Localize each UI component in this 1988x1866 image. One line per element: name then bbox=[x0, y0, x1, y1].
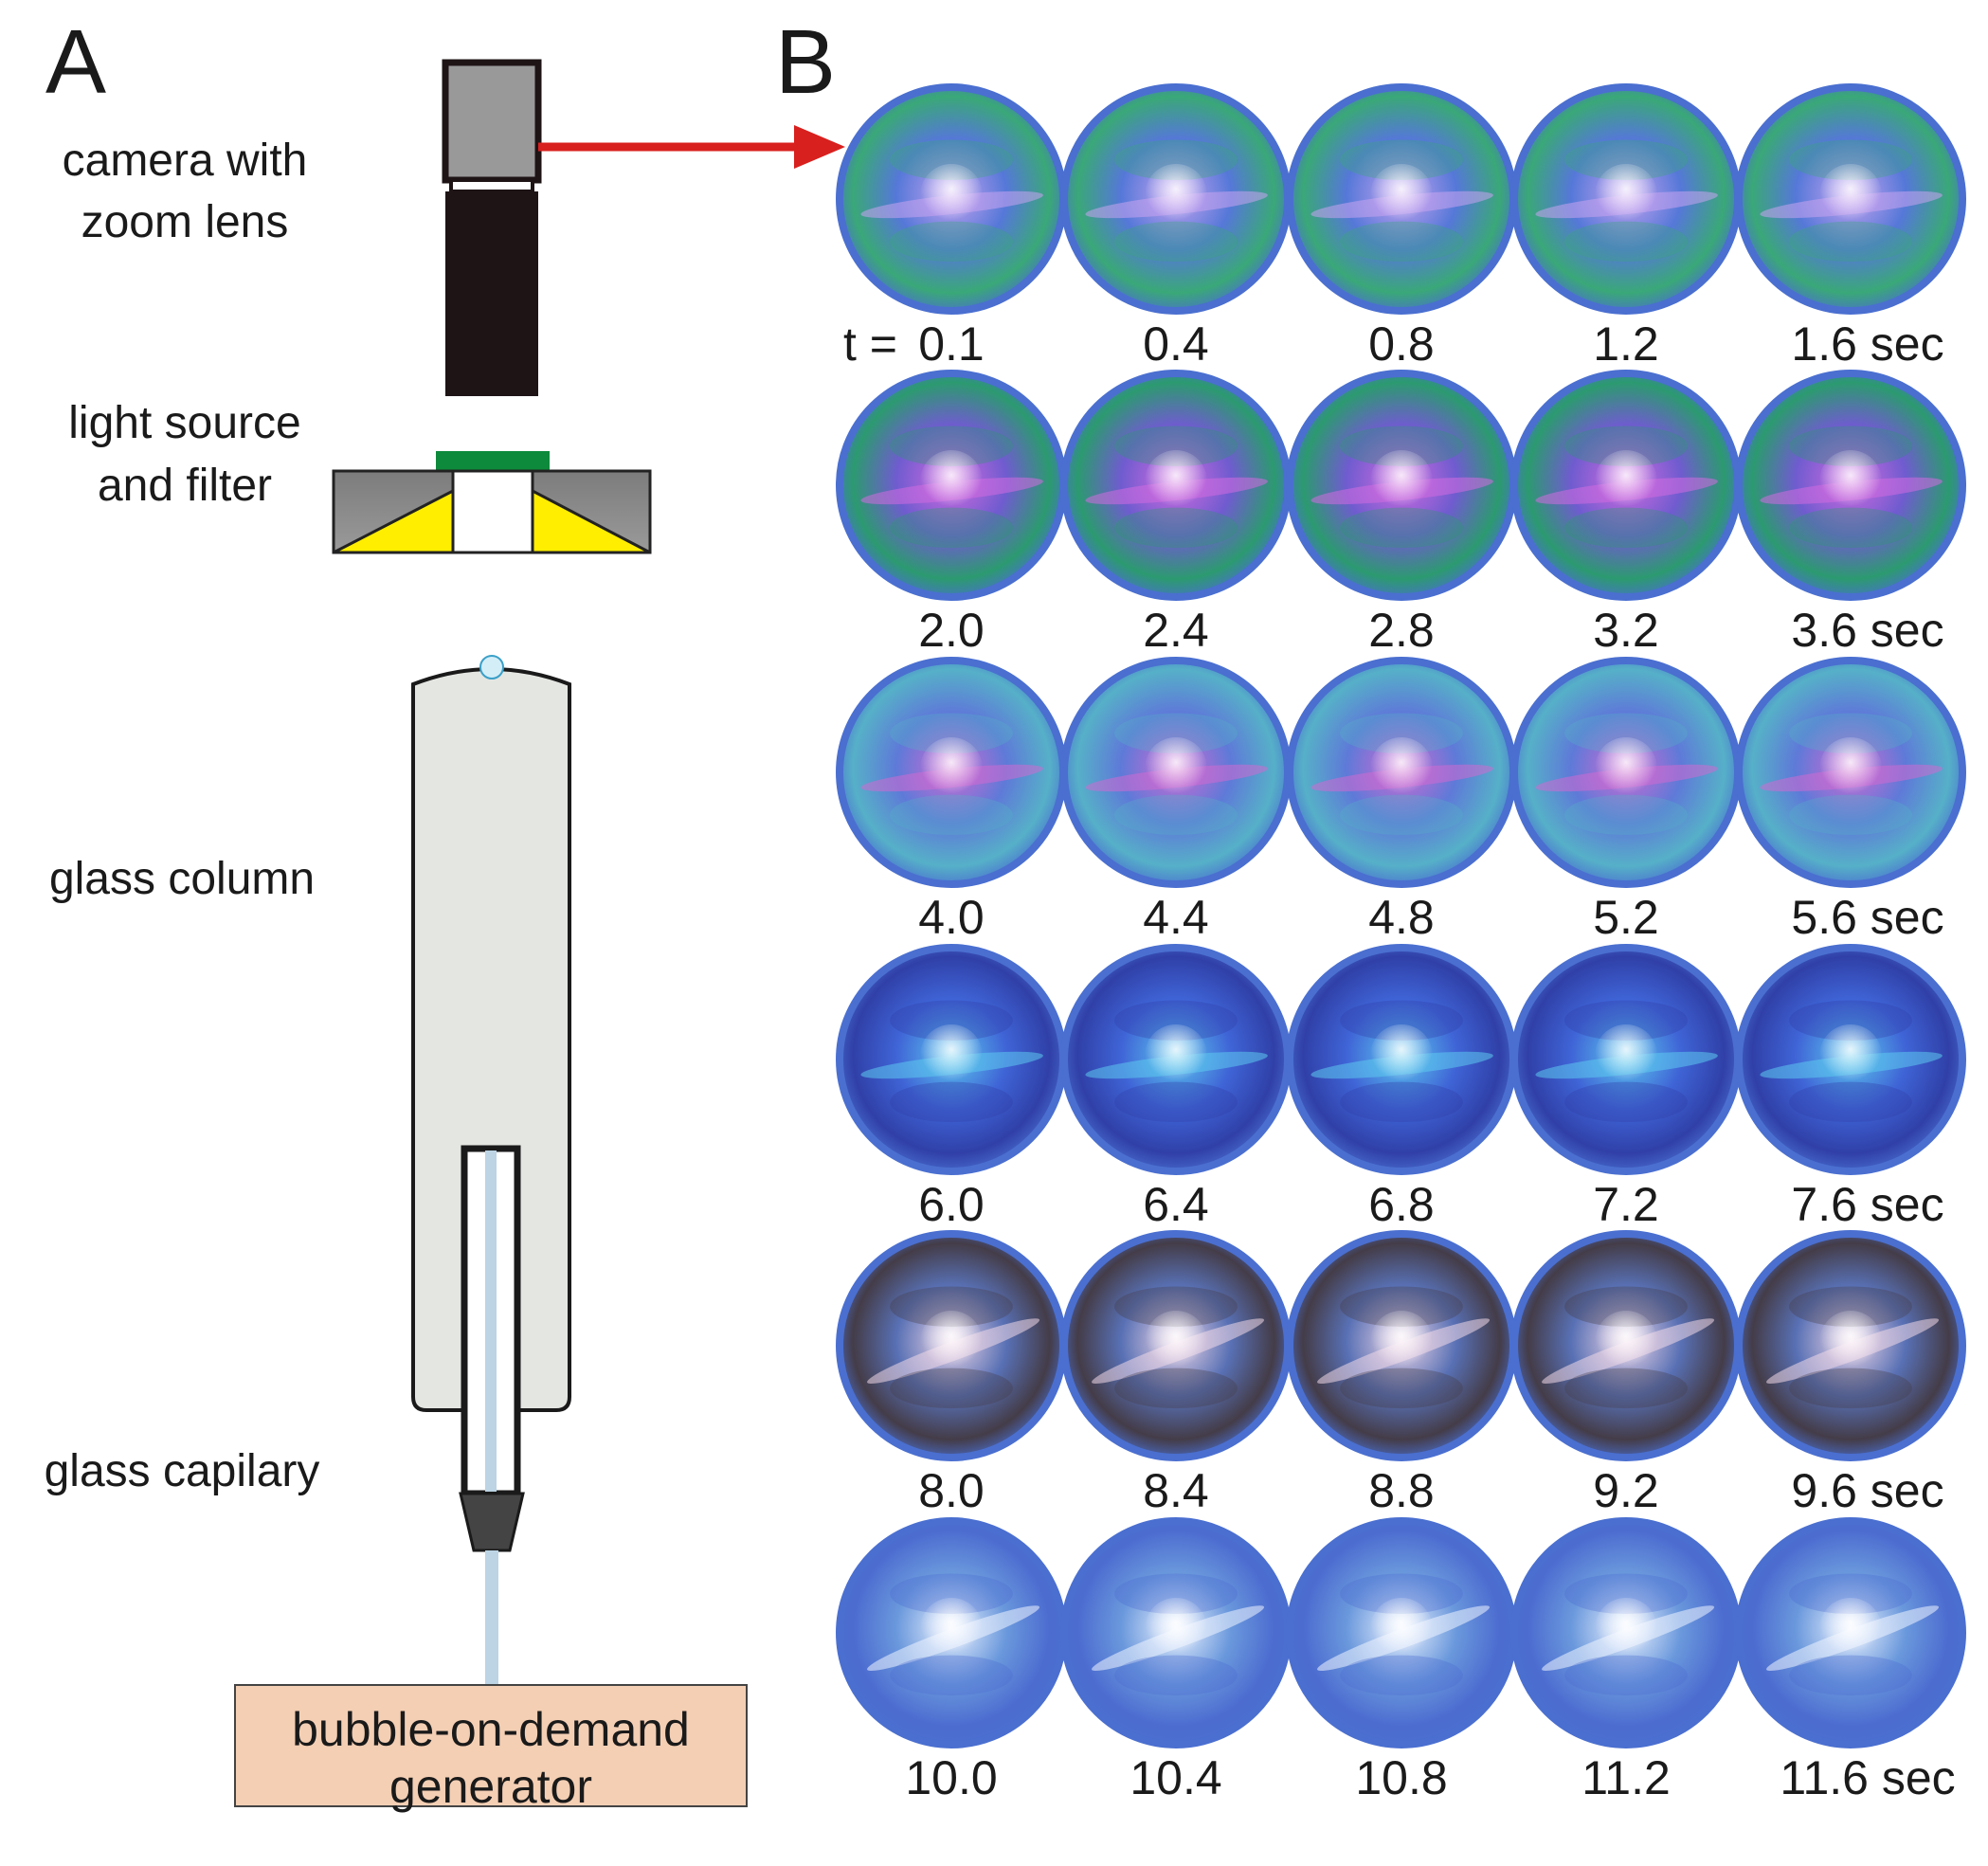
time-label: 10.0 bbox=[905, 1751, 997, 1804]
glass-capillary bbox=[459, 1145, 525, 1685]
bubble-image bbox=[836, 1230, 1067, 1461]
bubble-image bbox=[836, 83, 1067, 315]
panel-b-letter: B bbox=[775, 11, 836, 113]
bubble-image bbox=[1286, 657, 1517, 888]
panel-b: B 0.1 0.4 0.8 1.2 1.6 sec 2.0 2.4 2.8 3.2 3.6 sec… bbox=[775, 11, 1966, 1804]
time-label: 2.4 bbox=[1143, 604, 1209, 657]
time-label: 9.6 sec bbox=[1791, 1464, 1943, 1517]
time-label: 4.4 bbox=[1143, 891, 1209, 944]
camera-mount bbox=[449, 178, 534, 193]
time-label: 6.4 bbox=[1143, 1178, 1209, 1231]
glass-column-label: glass column bbox=[49, 854, 315, 904]
bubble-image bbox=[1735, 657, 1966, 888]
time-prefix-label: t = bbox=[843, 317, 897, 371]
bubble-grid: 0.1 0.4 0.8 1.2 1.6 sec 2.0 2.4 2.8 3.2 3.6 sec 4.… bbox=[836, 83, 1966, 1804]
generator-box bbox=[234, 1684, 748, 1807]
camera-to-images-arrow bbox=[538, 125, 845, 169]
bubble-image bbox=[836, 1517, 1067, 1748]
bubble-image bbox=[1510, 657, 1742, 888]
camera-body bbox=[442, 59, 542, 184]
light-label-line2: and filter bbox=[98, 461, 272, 511]
bubble-image bbox=[1735, 944, 1966, 1175]
bubble-image bbox=[836, 657, 1067, 888]
bubble-image bbox=[1060, 657, 1292, 888]
bubble-image bbox=[1286, 1230, 1517, 1461]
time-label: 3.2 bbox=[1593, 604, 1659, 657]
time-label: 0.8 bbox=[1368, 317, 1435, 371]
bubble-image bbox=[1060, 1230, 1292, 1461]
time-label: 6.8 bbox=[1368, 1178, 1435, 1231]
camera bbox=[442, 59, 542, 396]
time-label: 5.6 sec bbox=[1791, 891, 1943, 944]
camera-label-line1: camera with bbox=[63, 136, 308, 186]
glass-column bbox=[411, 655, 571, 1412]
bubble-image bbox=[1510, 1230, 1742, 1461]
panel-a-letter: A bbox=[45, 11, 106, 113]
bubble-image bbox=[1060, 944, 1292, 1175]
bubble-image bbox=[1286, 83, 1517, 315]
bubble-image bbox=[1510, 370, 1742, 601]
filter bbox=[436, 451, 550, 472]
time-label: 0.4 bbox=[1143, 317, 1209, 371]
time-label: 9.2 bbox=[1593, 1464, 1659, 1517]
time-label: 8.8 bbox=[1368, 1464, 1435, 1517]
bubble-image bbox=[1510, 83, 1742, 315]
bubble-image bbox=[1286, 944, 1517, 1175]
bubble-image bbox=[1060, 1517, 1292, 1748]
panel-a: A camera with zoom lens light source and… bbox=[45, 11, 845, 1813]
time-label: 0.1 bbox=[918, 317, 985, 371]
time-label: 1.6 sec bbox=[1791, 317, 1943, 371]
generator-label-line1: bubble-on-demand bbox=[292, 1703, 690, 1756]
light-aperture bbox=[451, 469, 534, 554]
time-label: 8.4 bbox=[1143, 1464, 1209, 1517]
bubble-image bbox=[1060, 83, 1292, 315]
time-label: 4.8 bbox=[1368, 891, 1435, 944]
camera-label-line2: zoom lens bbox=[81, 197, 289, 247]
glass-capillary-label: glass capilary bbox=[45, 1446, 320, 1496]
time-label: 11.6 sec bbox=[1780, 1751, 1955, 1804]
time-label: 7.2 bbox=[1593, 1178, 1659, 1231]
bubble-generator: bubble-on-demand generator bbox=[234, 1684, 748, 1813]
bubble-image bbox=[836, 370, 1067, 601]
capillary-liquid bbox=[485, 1150, 497, 1492]
time-label: 10.8 bbox=[1355, 1751, 1447, 1804]
bubble-image bbox=[1510, 944, 1742, 1175]
bubble-image bbox=[1286, 1517, 1517, 1748]
time-label: 6.0 bbox=[918, 1178, 985, 1231]
light-label-line1: light source bbox=[68, 398, 300, 448]
time-label: 2.0 bbox=[918, 604, 985, 657]
time-label: 4.0 bbox=[918, 891, 985, 944]
time-label: 5.2 bbox=[1593, 891, 1659, 944]
time-label: 3.6 sec bbox=[1791, 604, 1943, 657]
bubble bbox=[479, 655, 504, 679]
time-label: 10.4 bbox=[1130, 1751, 1221, 1804]
bubble-image bbox=[1735, 1517, 1966, 1748]
time-label: 1.2 bbox=[1593, 317, 1659, 371]
bubble-image bbox=[1735, 83, 1966, 315]
bubble-image bbox=[1060, 370, 1292, 601]
bubble-image bbox=[1735, 370, 1966, 601]
time-label: 7.6 sec bbox=[1791, 1178, 1943, 1231]
capillary-nozzle bbox=[459, 1492, 525, 1552]
glass-column-body bbox=[411, 667, 571, 1412]
time-label: 11.2 bbox=[1581, 1751, 1671, 1804]
bubble-image bbox=[1286, 370, 1517, 601]
time-label: 2.8 bbox=[1368, 604, 1435, 657]
bubble-image bbox=[1735, 1230, 1966, 1461]
time-label: 8.0 bbox=[918, 1464, 985, 1517]
bubble-image bbox=[836, 944, 1067, 1175]
light-source bbox=[332, 451, 652, 554]
generator-label-line2: generator bbox=[389, 1760, 592, 1813]
bubble-image bbox=[1510, 1517, 1742, 1748]
supply-line bbox=[485, 1550, 498, 1685]
zoom-lens bbox=[445, 191, 538, 396]
